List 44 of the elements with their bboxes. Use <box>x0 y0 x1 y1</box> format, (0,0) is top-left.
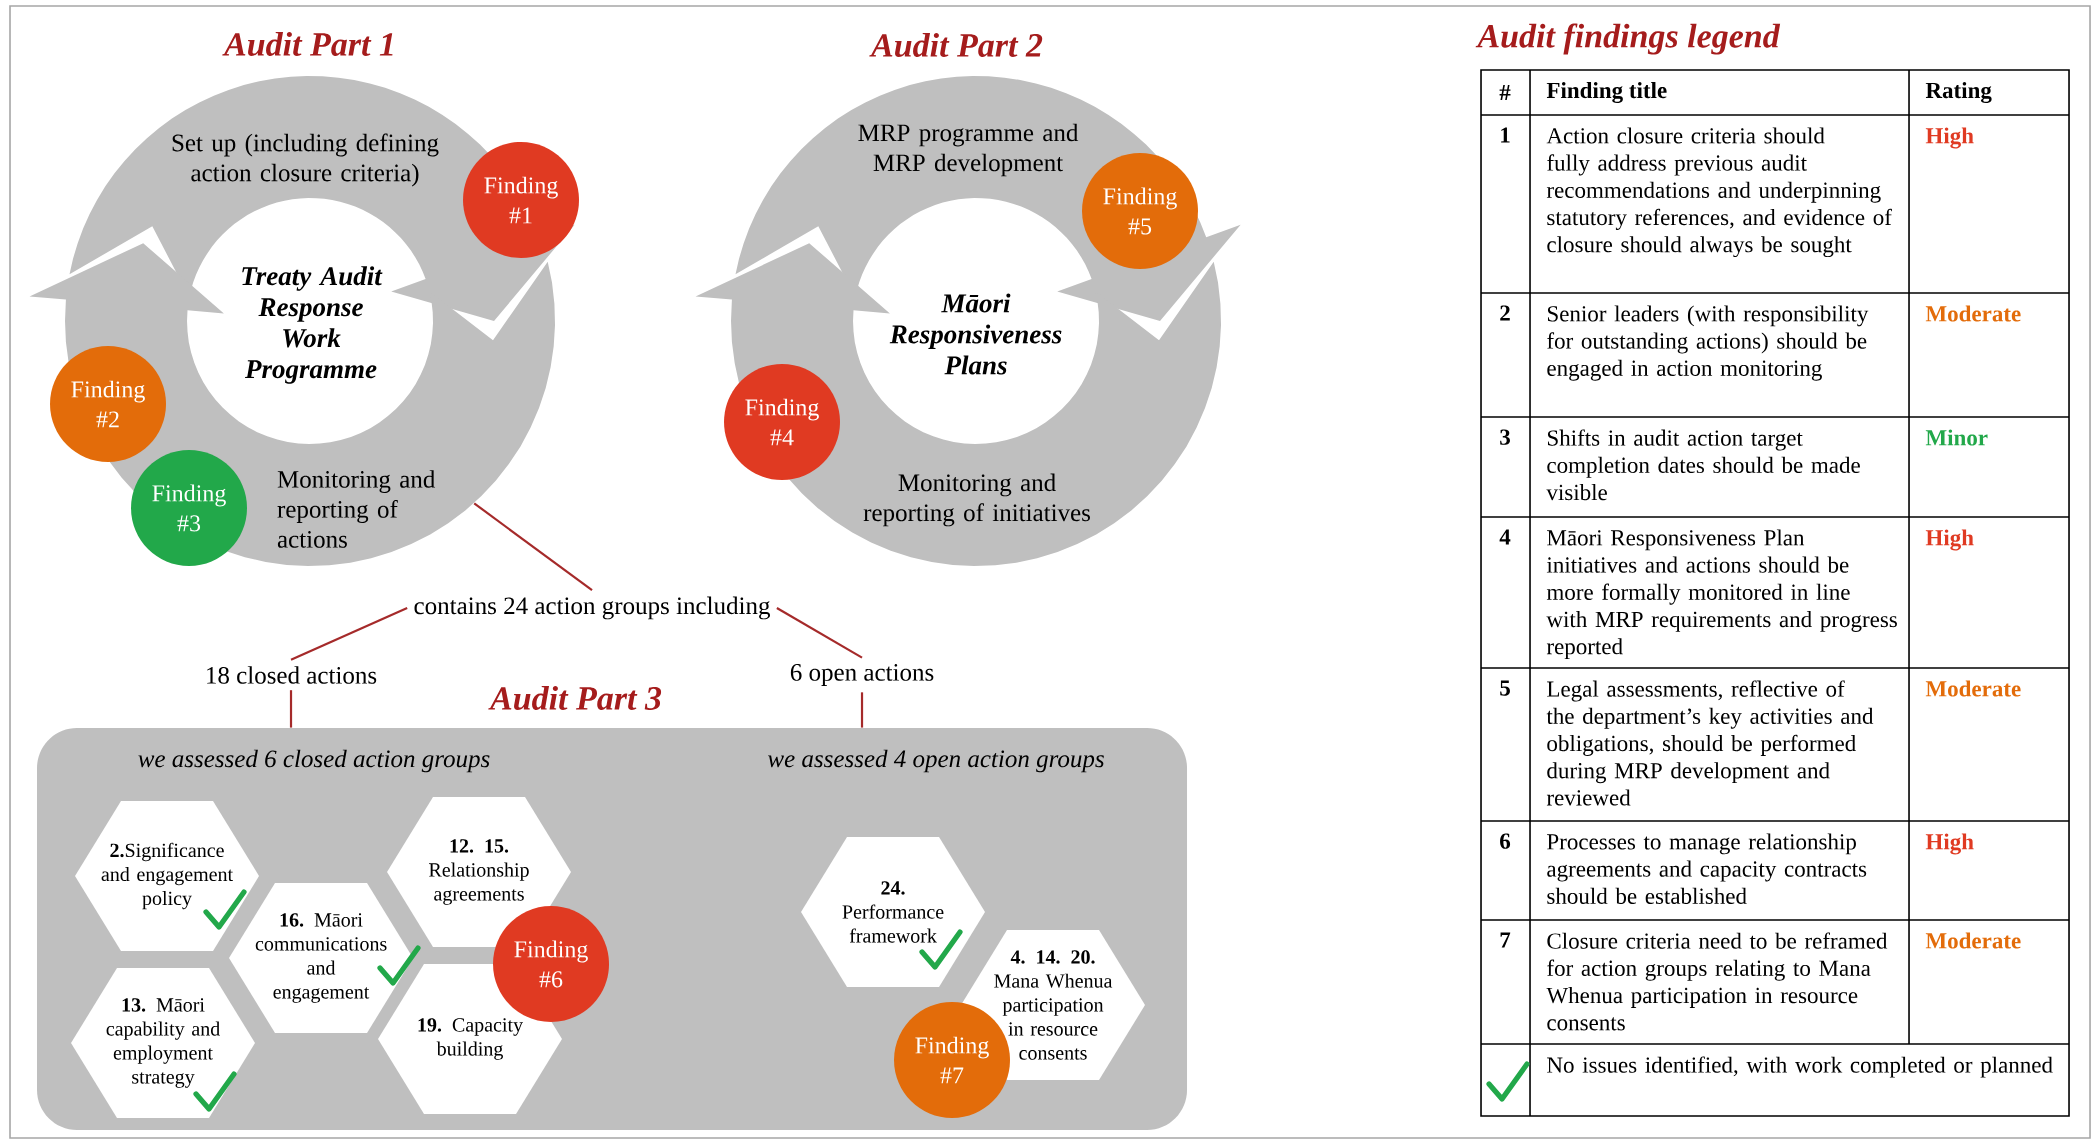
connector-line <box>289 690 293 728</box>
summary-text: contains 24 action groups including <box>414 596 770 620</box>
rating-text: Moderate <box>1925 932 2021 949</box>
legend-title: Audit findings legend <box>1475 23 1781 55</box>
stage-label: Set up (including defining action closure criteria) <box>172 133 439 187</box>
row-number: 6 <box>1500 833 1511 849</box>
finding-text: Senior leaders (with responsibility for outstanding actions) should be engaged in action monitoring <box>1547 305 1869 381</box>
finding-badge: Finding #1 <box>463 142 579 258</box>
row-number: 1 <box>1501 127 1510 143</box>
finding-text: Action closure criteria should fully address previous audit recommendations and underpinning statutory references, and evidence of closure should always be sought <box>1546 127 1892 258</box>
section-heading: Audit Part 1 <box>222 32 393 56</box>
group-heading: we assessed 6 closed action groups <box>138 749 490 773</box>
stage-label: MRP programme and MRP development <box>858 123 1079 177</box>
finding-text: Legal assessments, reflective of the department’s key activities and obligations, should be performed during MRP development and reviewed <box>1546 680 1874 806</box>
column-header: # <box>1499 84 1511 100</box>
finding-text: Processes to manage relationship agreements and capacity contracts should be established <box>1547 833 1867 904</box>
finding-text: Shifts in audit action target completion dates should be made visible <box>1546 429 1860 501</box>
finding-badge: Finding #5 <box>1082 153 1198 269</box>
rating-text: Moderate <box>1925 305 2021 322</box>
row-number: 5 <box>1500 680 1510 696</box>
section-heading: Audit Part 3 <box>488 686 662 710</box>
branch-label: 6 open actions <box>790 664 934 686</box>
finding-text: Closure criteria need to be reframed for action groups relating to Mana Whenua participation in resource consents <box>1546 932 1888 1031</box>
row-number: 3 <box>1500 429 1510 445</box>
rating-text: High <box>1925 529 1974 551</box>
column-header: Rating <box>1925 81 1992 103</box>
action-hexagon: 13. Māori capability and employment strategy <box>71 968 255 1118</box>
rating-text: High <box>1925 127 1974 149</box>
finding-text: Māori Responsiveness Plan initiatives and actions should be more formally monitored in line with MRP requirements and progress reported <box>1546 529 1897 660</box>
rating-text: Minor <box>1925 429 1988 446</box>
connector-line <box>776 607 863 659</box>
row-number: 2 <box>1500 305 1510 321</box>
rating-text: High <box>1925 833 1974 855</box>
finding-text: No issues identified, with work completed or planned <box>1547 1056 2053 1078</box>
connector-line <box>860 692 864 728</box>
column-header: Finding title <box>1546 81 1667 103</box>
row-number: 4 <box>1499 529 1511 545</box>
connector-line <box>290 607 408 661</box>
branch-label: 18 closed actions <box>207 666 377 684</box>
group-heading: we assessed 4 open action groups <box>768 749 1104 773</box>
rating-text: Moderate <box>1925 680 2021 697</box>
row-number: 7 <box>1500 932 1511 948</box>
action-hexagon: 24. Performance framework <box>801 837 985 987</box>
section-heading: Audit Part 2 <box>869 33 1043 57</box>
